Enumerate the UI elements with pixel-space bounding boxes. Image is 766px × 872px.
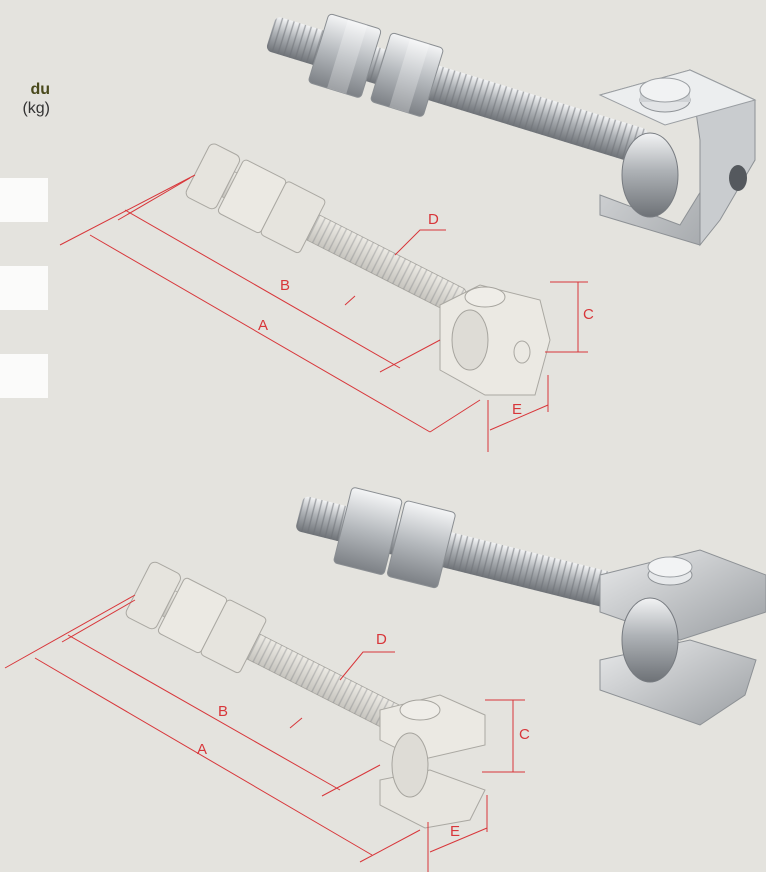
header-line-1: du xyxy=(30,81,50,98)
table-cell-3 xyxy=(0,354,48,398)
header-line-2: (kg) xyxy=(22,100,50,117)
top-label-a: A xyxy=(258,317,268,334)
table-cell-2 xyxy=(0,266,48,310)
top-dimensions xyxy=(59,174,588,452)
top-label-e: E xyxy=(512,401,522,418)
bottom-label-e: E xyxy=(450,823,460,840)
top-label-c: C xyxy=(583,306,594,323)
bottom-hinge-render xyxy=(296,487,766,726)
table-cell-1 xyxy=(0,178,48,222)
top-label-d: D xyxy=(428,211,439,228)
top-hinge-render xyxy=(266,13,757,247)
bottom-label-c: C xyxy=(519,726,530,743)
top-label-b: B xyxy=(280,277,290,294)
top-hinge-drawing xyxy=(185,143,551,396)
bottom-label-b: B xyxy=(218,703,228,720)
bottom-label-a: A xyxy=(197,741,207,758)
bottom-label-d: D xyxy=(376,631,387,648)
table-header-fragment: du (kg) xyxy=(0,80,50,118)
bottom-hinge-drawing xyxy=(125,561,486,829)
bottom-dimensions xyxy=(4,594,525,872)
